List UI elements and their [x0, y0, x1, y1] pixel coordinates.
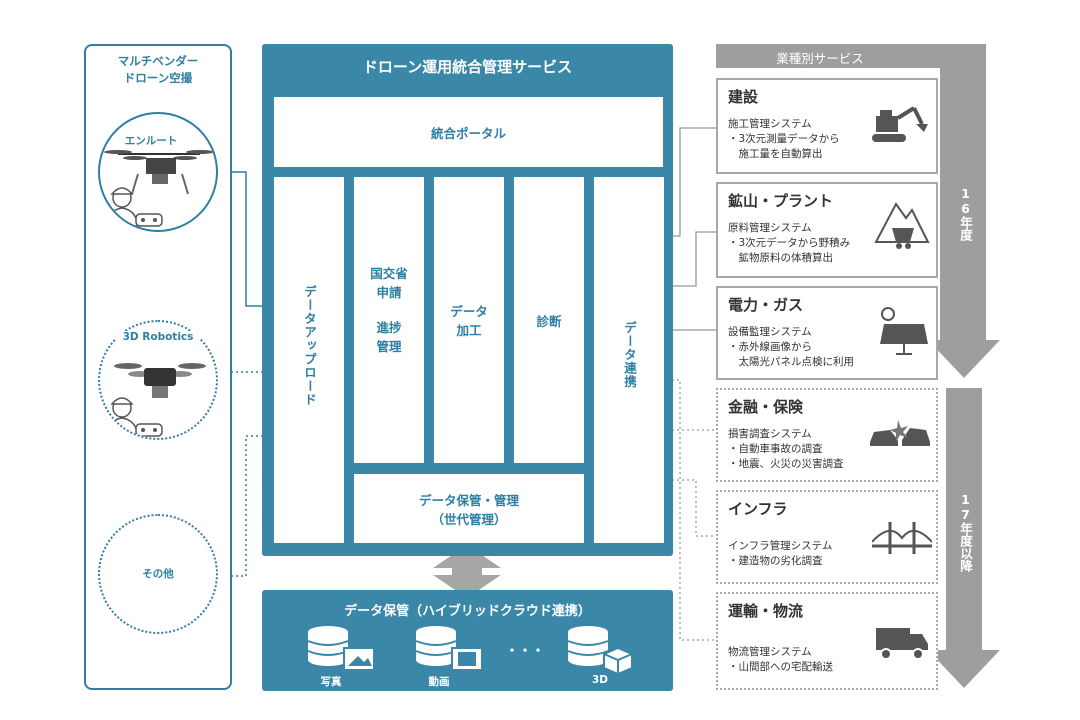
industry-line: ・山間部への宅配輸送	[728, 661, 833, 673]
vendor-others	[98, 514, 218, 634]
hybrid-storage-title: データ保管（ハイブリッドクラウド連携）	[344, 604, 591, 619]
industry-title: 鉱山・プラント	[728, 192, 834, 210]
industry-title: インフラ	[728, 500, 788, 518]
car-crash-icon	[870, 420, 930, 446]
industry-line: 損害調査システム	[728, 428, 812, 440]
industry-title: 建設	[728, 88, 759, 106]
industry-line: ・赤外線画像から	[728, 341, 812, 353]
sync-double-arrow	[433, 545, 501, 598]
connector-logistics	[662, 379, 716, 641]
period-arrow-17	[928, 388, 1000, 688]
period-label-17: 17年度以降	[958, 492, 973, 572]
storage-ellipsis: ・・・	[505, 644, 545, 659]
industry-services-header-label: 業種別サービス	[776, 51, 864, 66]
industry-finance-insurance: 金融・保険 損害調査システム ・自動車事故の調査 ・地震、火災の災害調査	[716, 388, 938, 482]
data-link-column: データ連携	[594, 177, 664, 543]
industry-title: 金融・保険	[728, 398, 804, 416]
industry-line: ・自動車事故の調査	[728, 443, 823, 455]
application-column: 国交省 申請 進捗 管理	[354, 177, 424, 463]
period-arrow-16	[924, 44, 1000, 378]
integrated-service-title: ドローン運用統合管理サービス	[362, 58, 573, 76]
industry-line: 原料管理システム	[728, 222, 812, 234]
database-3d-icon	[567, 626, 633, 676]
truck-icon	[876, 628, 928, 660]
storage-management-label: データ保管・管理 （世代管理）	[418, 493, 519, 527]
industry-power-gas: 電力・ガス 設備監理システム ・赤外線画像から 太陽光パネル点検に利用	[716, 286, 938, 380]
industry-title: 電力・ガス	[728, 296, 804, 314]
industry-line: ・地震、火災の災害調査	[728, 458, 844, 470]
diagnosis-column: 診断	[514, 177, 584, 463]
vendor-panel-title: マルチベンダー ドローン空撮	[117, 54, 199, 85]
industry-construction: 建設 施工管理システム ・3次元測量データから 施工量を自動算出	[716, 78, 938, 174]
industry-title: 運輸・物流	[728, 602, 804, 620]
upload-label: データアップロード	[302, 285, 317, 407]
photo-storage-item	[306, 624, 378, 678]
vendor-label-others: その他	[142, 568, 174, 580]
excavator-icon	[872, 106, 928, 142]
photo-label: 写真	[320, 676, 342, 688]
vendor-label-enroute: エンルート	[116, 133, 186, 148]
industry-line: 施工量を自動算出	[728, 148, 823, 160]
solar-panel-icon	[880, 307, 928, 355]
industry-services-header	[716, 44, 924, 68]
connector-mining	[662, 231, 716, 287]
industry-line: 鉱物原料の体積算出	[728, 252, 833, 264]
diagnosis-label: 診断	[536, 314, 562, 329]
industry-line: 設備監理システム	[728, 326, 812, 338]
vendor-enroute	[98, 112, 218, 232]
industry-line: インフラ管理システム	[728, 540, 833, 552]
drone-icon	[104, 150, 214, 227]
period-label-16: 16年度	[958, 186, 973, 241]
industry-transport-logistics: 運輸・物流 物流管理システム ・山間部への宅配輸送	[716, 592, 938, 690]
3d-label: 3D	[591, 674, 609, 686]
industry-line: 太陽光パネル点検に利用	[728, 356, 854, 368]
processing-label: データ 加工	[450, 304, 488, 338]
video-label: 動画	[428, 676, 450, 688]
database-photo-icon	[307, 626, 375, 671]
industry-line: ・3次元測量データから	[728, 133, 840, 145]
vendor-label-3drobotics: 3D Robotics	[116, 331, 200, 343]
database-video-icon	[415, 626, 483, 671]
data-link-label: データ連携	[622, 321, 637, 389]
connector-infra	[662, 479, 716, 537]
industry-line: 施工管理システム	[728, 118, 812, 130]
processing-column: データ 加工	[434, 177, 504, 463]
portal-box: 統合ポータル	[274, 97, 663, 167]
industry-mining-plant: 鉱山・プラント 原料管理システム ・3次元データから野積み 鉱物原料の体積算出	[716, 182, 938, 278]
3d-storage-item	[566, 624, 638, 678]
industry-line: 物流管理システム	[728, 646, 812, 658]
industry-infrastructure: インフラ インフラ管理システム ・建造物の劣化調査	[716, 490, 938, 584]
industry-line: ・建造物の劣化調査	[728, 555, 823, 567]
bridge-icon	[872, 522, 932, 554]
video-storage-item	[414, 624, 486, 678]
industry-line: ・3次元データから野積み	[728, 237, 851, 249]
mine-cart-icon	[874, 202, 930, 249]
storage-management-box: データ保管・管理 （世代管理）	[354, 474, 584, 543]
portal-label: 統合ポータル	[430, 126, 506, 141]
application-label: 国交省 申請 進捗 管理	[370, 266, 408, 354]
upload-column: データアップロード	[274, 177, 344, 543]
